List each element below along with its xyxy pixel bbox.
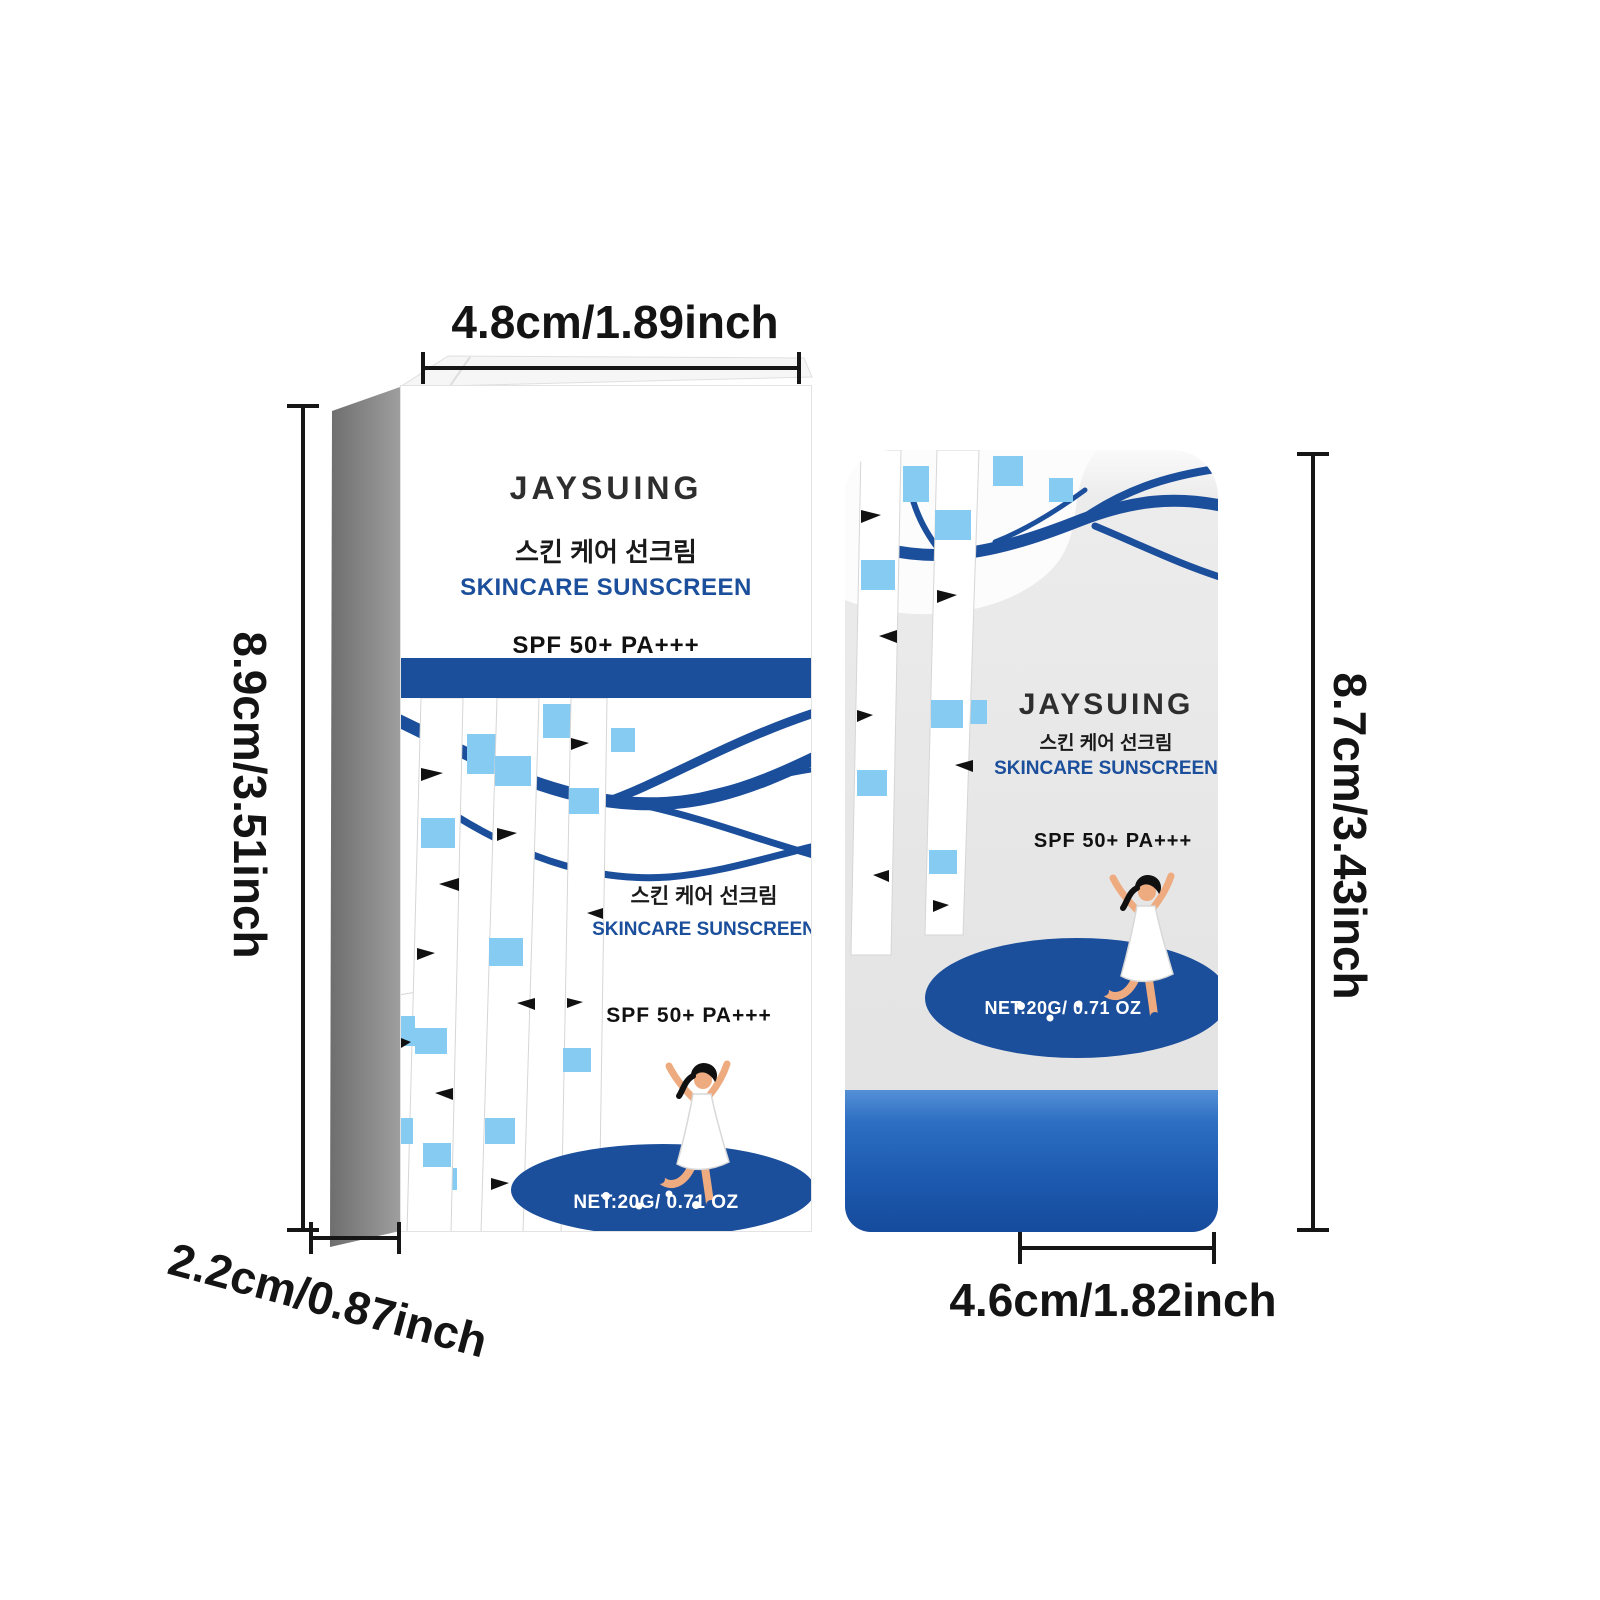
- dim-box-height-label: 8.9cm/3.51inch: [224, 631, 276, 959]
- dim-box-width-line: [421, 352, 801, 384]
- box-mid-spf-text: SPF 50+ PA+++: [606, 1004, 772, 1027]
- tube-english-name: SKINCARE SUNSCREEN: [994, 758, 1218, 779]
- dim-tube-height-label: 8.7cm/3.43inch: [1324, 672, 1376, 1000]
- box-korean-name: 스킨 케어 선크림: [515, 537, 697, 567]
- tube-pond-dots: [1017, 1000, 1083, 1022]
- tube-trunk-blue-patches: [857, 510, 971, 874]
- pond-dots: [602, 1190, 700, 1210]
- box-mid-english-name: SKINCARE SUNSCREEN: [592, 919, 812, 940]
- box-structure: [330, 355, 813, 1247]
- box-english-name: SKINCARE SUNSCREEN: [460, 574, 752, 601]
- box-illustration: [401, 698, 811, 1231]
- box-mid-text-block: 스킨 케어 선크림 SKINCARE SUNSCREEN: [584, 880, 812, 941]
- dim-tube-height-line: [1297, 452, 1329, 1232]
- box-side-panel: [330, 387, 400, 1247]
- box-mid-korean-name: 스킨 케어 선크림: [630, 885, 778, 908]
- box-front-panel: JAYSUING 스킨 케어 선크림 SKINCARE SUNSCREEN SP…: [400, 385, 812, 1232]
- tube-brand-text: JAYSUING: [1018, 688, 1194, 721]
- trunk-blue-patches: [401, 756, 599, 1167]
- tube-spf-text: SPF 50+ PA+++: [1033, 830, 1193, 852]
- tube-girl-illustration: [1099, 872, 1175, 1022]
- box-blue-band: [401, 658, 811, 698]
- dim-box-width-label: 4.8cm/1.89inch: [451, 296, 779, 348]
- box-flap-fold-line: [449, 356, 471, 387]
- tube-illustration: [845, 450, 1218, 1058]
- box-top-flap: [398, 355, 813, 388]
- dim-tube-width-label: 4.6cm/1.82inch: [949, 1274, 1277, 1326]
- box-net-weight: NET:20G/ 0.71 OZ: [573, 1192, 739, 1213]
- tube-net-weight: NET:20G/ 0.71 OZ: [984, 998, 1142, 1018]
- box-brand-text: JAYSUING: [509, 470, 703, 506]
- tube-cap: [845, 1090, 1218, 1232]
- dim-box-depth-line: [309, 1222, 401, 1254]
- box-pond: [511, 1144, 811, 1231]
- girl-illustration: [655, 1060, 731, 1210]
- dim-tube-width-line: [1018, 1232, 1216, 1264]
- box-spf-text: SPF 50+ PA+++: [512, 632, 700, 659]
- tube-korean-name: 스킨 케어 선크림: [1039, 733, 1173, 754]
- trunk-marks: [401, 738, 603, 1190]
- tube-trunk-marks: [857, 510, 973, 912]
- sunscreen-tube: JAYSUING 스킨 케어 선크림 SKINCARE SUNSCREEN SP…: [845, 450, 1218, 1232]
- dim-box-height-line: [287, 404, 319, 1232]
